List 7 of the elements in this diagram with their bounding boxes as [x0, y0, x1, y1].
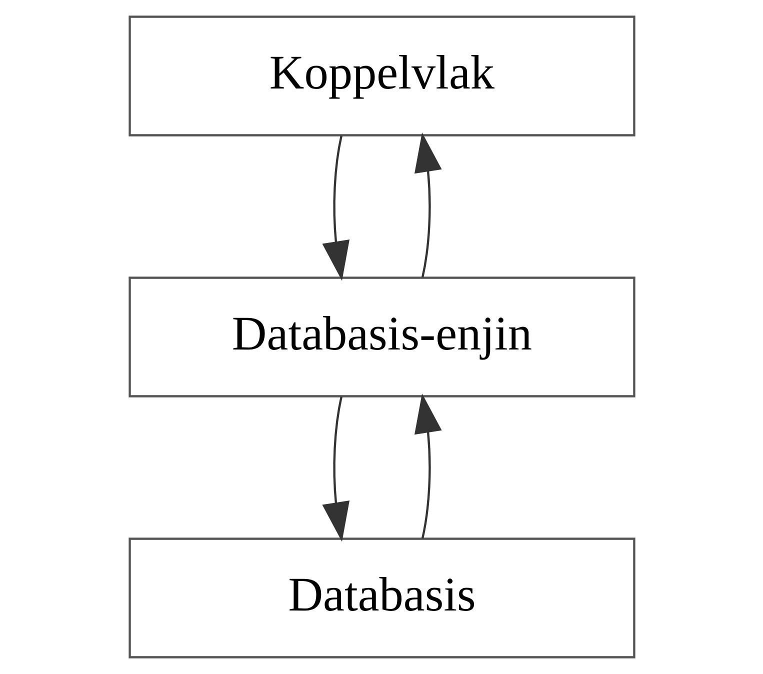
node-box: Databasis-enjin	[128, 276, 635, 398]
arrow	[414, 132, 442, 278]
arrow	[322, 136, 350, 281]
node-box: Databasis	[128, 538, 635, 658]
node-box: Koppelvlak	[128, 16, 635, 136]
arrow	[322, 396, 350, 542]
arrow	[414, 394, 442, 539]
